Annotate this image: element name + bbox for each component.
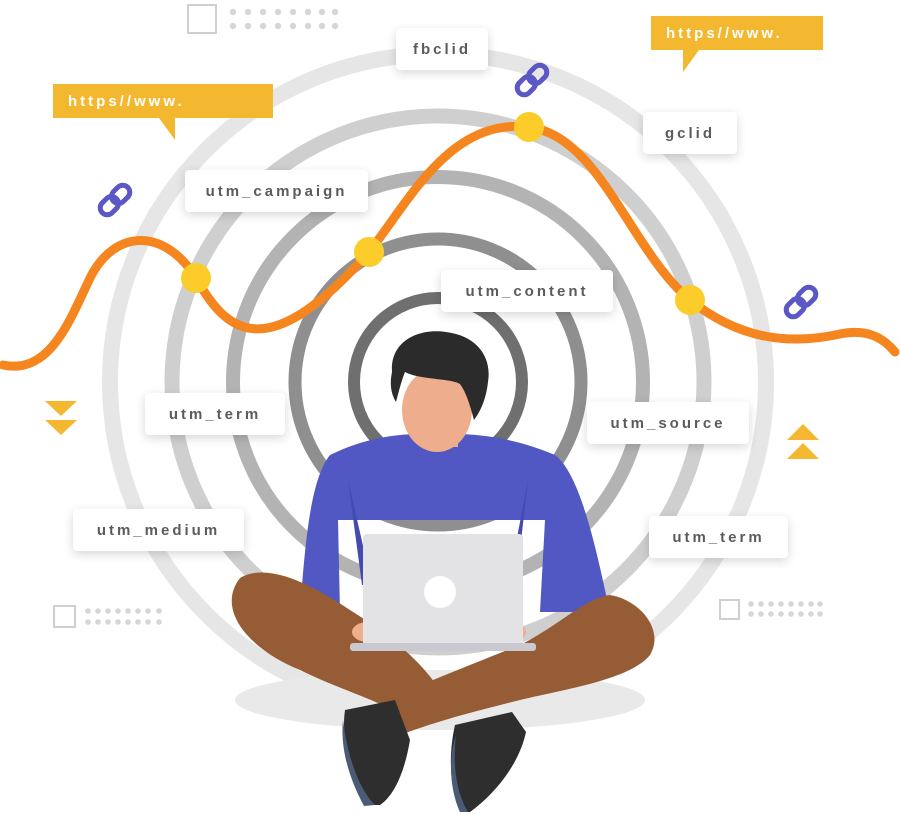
traffic-wave-line	[0, 121, 900, 371]
url-bubble-left-text: https//www.	[68, 92, 185, 110]
tag-utm-content: utm_content	[441, 270, 613, 312]
tag-utm-term-left: utm_term	[145, 393, 285, 435]
tag-fbclid: fbclid	[396, 28, 488, 70]
decor-square-right	[719, 599, 823, 620]
tag-utm-campaign: utm_campaign	[185, 170, 368, 212]
chevron-double-up-icon	[787, 424, 819, 459]
decor-square-top	[187, 4, 339, 34]
tag-label: utm_term	[672, 528, 765, 546]
laptop-icon	[350, 534, 536, 651]
leg-right	[385, 595, 655, 735]
decor-square-left	[53, 605, 162, 628]
wave-point	[514, 112, 544, 142]
link-icon	[514, 62, 550, 98]
shirt	[300, 433, 610, 612]
tag-gclid: gclid	[643, 112, 737, 154]
tag-label: utm_term	[168, 405, 262, 423]
tag-utm-source: utm_source	[587, 402, 749, 444]
shoe-right	[450, 712, 526, 812]
face	[402, 368, 472, 452]
tag-label: gclid	[664, 124, 715, 142]
tag-label: fbclid	[413, 40, 471, 58]
tag-label: utm_campaign	[205, 182, 348, 200]
tag-label: utm_content	[465, 282, 589, 300]
link-icon	[783, 284, 819, 320]
chevron-double-down-icon	[45, 401, 77, 435]
ring-4	[288, 232, 588, 532]
tag-label: utm_medium	[96, 521, 221, 539]
wave-point	[675, 285, 705, 315]
wave-points	[181, 112, 705, 315]
tag-utm-medium: utm_medium	[73, 509, 244, 551]
leg-left	[231, 572, 440, 720]
shoe-left	[344, 700, 410, 805]
url-bubble-right: https//www.	[651, 16, 823, 72]
tag-label: utm_source	[610, 414, 726, 432]
link-icon	[97, 182, 133, 218]
person-figure	[231, 331, 655, 812]
wave-point	[354, 237, 384, 267]
url-bubble-left: https//www.	[53, 84, 273, 140]
url-bubble-right-text: https//www.	[666, 24, 783, 42]
tag-utm-term-right: utm_term	[649, 516, 788, 558]
hair	[390, 331, 489, 420]
wave-point	[181, 263, 211, 293]
